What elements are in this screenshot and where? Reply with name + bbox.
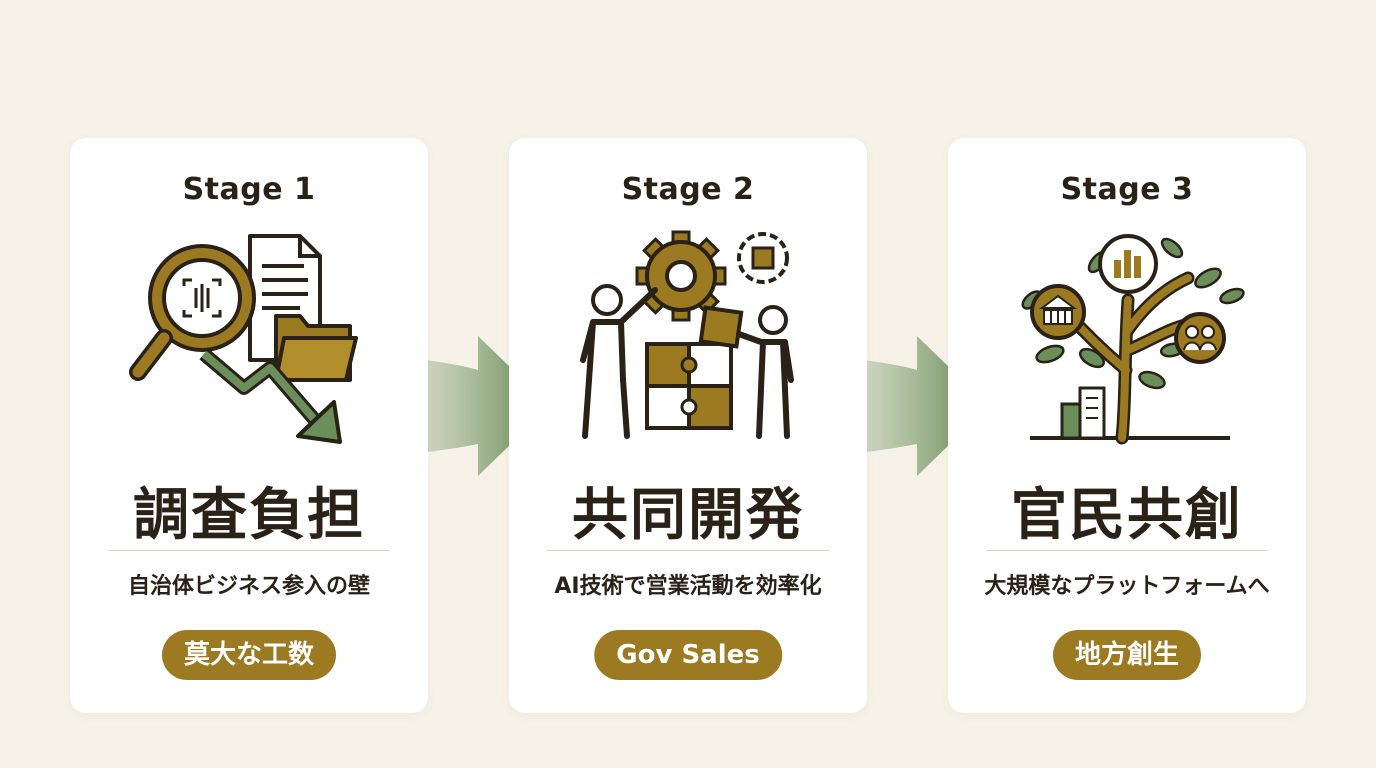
divider bbox=[547, 550, 829, 551]
stage-subtitle: 自治体ビジネス参入の壁 bbox=[127, 574, 370, 599]
stage-label: Stage 1 bbox=[182, 172, 316, 207]
stage-subtitle: AI技術で営業活動を効率化 bbox=[554, 574, 822, 599]
stage-label: Stage 3 bbox=[1060, 172, 1194, 207]
divider bbox=[986, 550, 1268, 551]
stage-card-1: Stage 1 調査負担 自治体ビジネス参入の壁 莫大な工数 bbox=[70, 138, 428, 713]
stage-title: 官民共創 bbox=[1011, 482, 1243, 548]
stage-tag: Gov Sales bbox=[594, 630, 782, 680]
stage-subtitle: 大規模なプラットフォームへ bbox=[984, 574, 1270, 599]
divider bbox=[108, 550, 390, 551]
people-gears-puzzle-icon bbox=[580, 230, 794, 439]
growth-tree-icon bbox=[1021, 234, 1245, 445]
stage-card-3: Stage 3 bbox=[948, 138, 1306, 713]
magnifier-document-folder-downtrend-icon bbox=[129, 234, 358, 444]
stage-title: 共同開発 bbox=[572, 482, 804, 548]
stage-title: 調査負担 bbox=[133, 482, 365, 548]
stage-tag: 莫大な工数 bbox=[161, 630, 337, 680]
stage-tag: 地方創生 bbox=[1052, 630, 1202, 680]
stage-card-2: Stage 2 bbox=[509, 138, 867, 713]
stage-label: Stage 2 bbox=[621, 172, 755, 207]
